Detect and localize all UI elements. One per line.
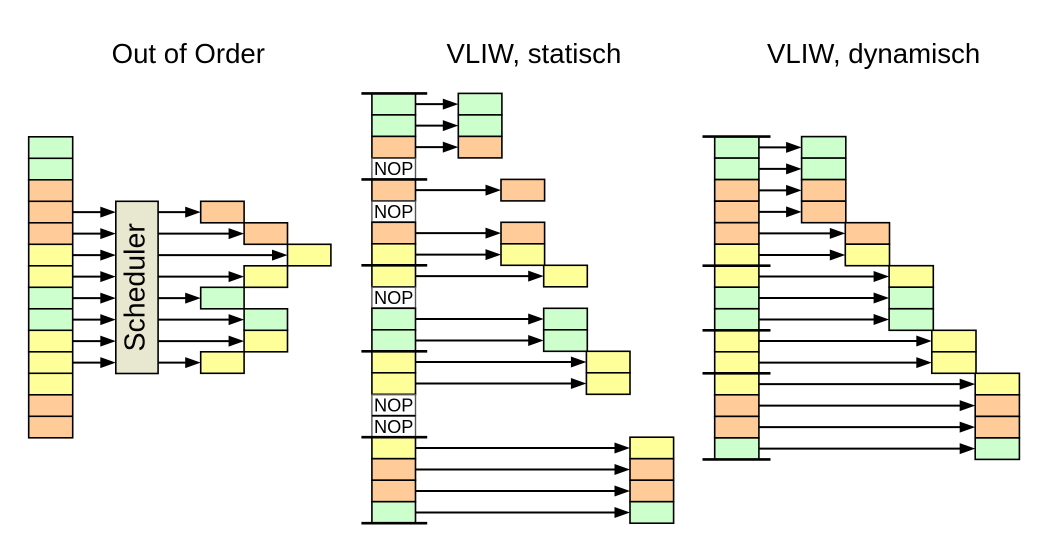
svg-text:VLIW, dynamisch: VLIW, dynamisch xyxy=(767,38,980,69)
svg-text:NOP: NOP xyxy=(374,202,413,222)
svg-text:NOP: NOP xyxy=(374,288,413,308)
svg-text:NOP: NOP xyxy=(374,417,413,437)
svg-text:NOP: NOP xyxy=(374,395,413,415)
svg-text:VLIW, statisch: VLIW, statisch xyxy=(446,38,621,69)
svg-text:Scheduler: Scheduler xyxy=(120,223,152,352)
svg-text:NOP: NOP xyxy=(374,159,413,179)
svg-text:Out of Order: Out of Order xyxy=(112,38,265,69)
